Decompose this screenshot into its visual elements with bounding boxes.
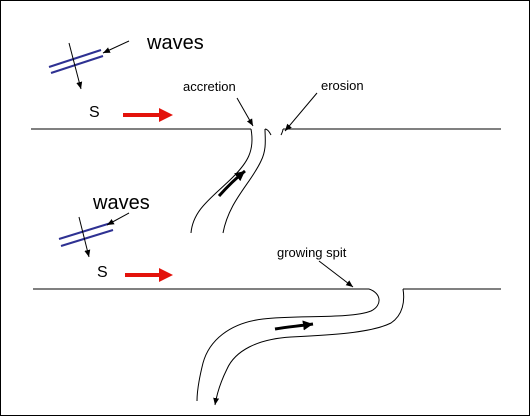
accretion-label: accretion: [183, 79, 236, 94]
bottom-spit-outer-bank: [196, 288, 380, 402]
growing-spit-label: growing spit: [277, 245, 347, 260]
top-erosion-bank: [280, 128, 284, 136]
top-channel-right-bank-end: [264, 128, 272, 136]
top-panel: [31, 40, 501, 234]
bottom-waves-label: waves: [93, 192, 150, 214]
top-channel-right-bank: [222, 128, 266, 234]
top-wave-ray: [68, 42, 83, 90]
bottom-drift-label: S: [97, 264, 108, 281]
top-channel-left-bank: [190, 128, 253, 234]
bottom-channel-inner-bank: [213, 288, 405, 406]
erosion-label: erosion: [321, 78, 364, 93]
bottom-wave-crest-2: [60, 229, 114, 247]
accretion-pointer: [236, 97, 254, 127]
top-wave-crest-1: [48, 49, 102, 68]
top-flow-arrow: [217, 169, 246, 197]
growing-spit-pointer: [318, 260, 354, 288]
bottom-wave-ray: [78, 216, 91, 258]
top-drift-label: S: [89, 104, 100, 121]
erosion-pointer: [284, 92, 318, 132]
bottom-drift-arrow-head: [159, 268, 173, 282]
top-wave-crest-2: [50, 55, 104, 74]
bottom-waves-pointer: [106, 212, 130, 226]
top-drift-arrow-head: [159, 108, 173, 122]
bottom-wave-crest-1: [58, 222, 112, 240]
top-waves-label: waves: [147, 32, 204, 54]
bottom-panel: [33, 212, 501, 406]
top-waves-pointer: [102, 40, 130, 54]
bottom-flow-arrow: [274, 320, 314, 331]
